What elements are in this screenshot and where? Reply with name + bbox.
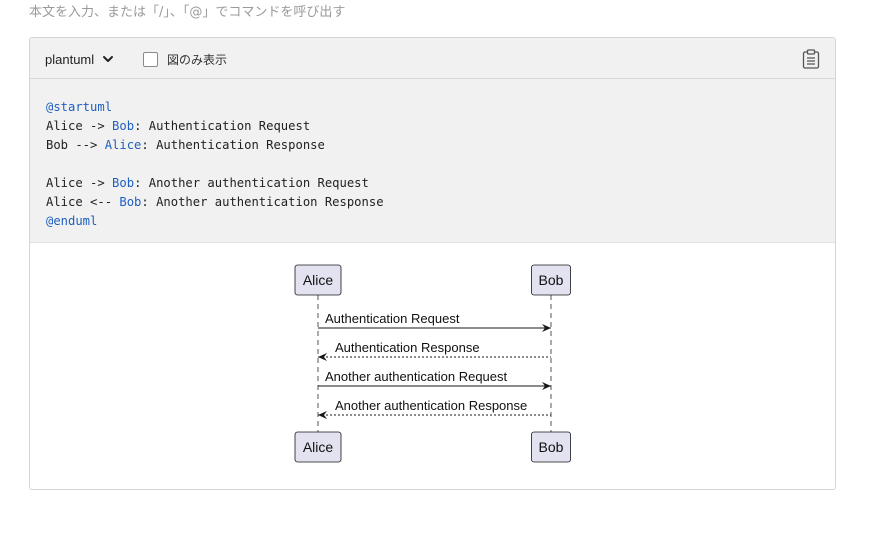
code-line: Alice -> Bob: Another authentication Req… xyxy=(46,174,835,193)
code-text: : Authentication Request xyxy=(134,119,311,133)
code-line: @startuml xyxy=(46,98,835,117)
diagram-only-checkbox[interactable] xyxy=(143,51,158,67)
participant-label-bob-bottom: Bob xyxy=(539,439,564,455)
message-label: Another authentication Request xyxy=(325,369,508,384)
copy-button[interactable] xyxy=(802,49,820,69)
code-keyword: Bob xyxy=(112,119,135,133)
message-arrowhead xyxy=(542,382,551,390)
message-arrowhead xyxy=(542,324,551,332)
message-label: Another authentication Response xyxy=(335,398,527,413)
code-text: Alice <-- xyxy=(46,195,120,209)
participant-label-alice-bottom: Alice xyxy=(303,439,334,455)
code-text: : Another authentication Request xyxy=(134,176,369,190)
code-line xyxy=(46,155,835,174)
participant-label-alice-top: Alice xyxy=(303,272,334,288)
message-label: Authentication Response xyxy=(335,340,480,355)
code-line: Bob --> Alice: Authentication Response xyxy=(46,136,835,155)
code-block-toolbar: plantuml 図のみ表示 xyxy=(30,38,835,79)
code-keyword: @enduml xyxy=(46,214,98,228)
participant-box-bob-bottom xyxy=(531,431,571,463)
participant-box-bob-top xyxy=(531,264,571,296)
code-keyword: Alice xyxy=(104,138,142,152)
diagram-only-toggle[interactable]: 図のみ表示 xyxy=(143,50,227,68)
participant-box-alice-bottom xyxy=(294,431,342,463)
code-text: Bob --> xyxy=(46,138,105,152)
participant-label-bob-top: Bob xyxy=(539,272,564,288)
code-text: Alice -> xyxy=(46,119,113,133)
code-text: : Authentication Response xyxy=(141,138,325,152)
language-label: plantuml xyxy=(45,51,95,67)
code-keyword: Bob xyxy=(112,176,135,190)
code-keyword: Bob xyxy=(119,195,142,209)
message-label: Authentication Request xyxy=(325,311,460,326)
editor-placeholder[interactable]: 本文を入力、または「/」、「@」でコマンドを呼び出す xyxy=(29,5,346,20)
code-keyword: @startuml xyxy=(46,100,113,114)
language-selector[interactable]: plantuml xyxy=(45,49,114,69)
participant-box-alice-top xyxy=(294,264,342,296)
code-line: @enduml xyxy=(46,212,835,231)
code-text: : Another authentication Response xyxy=(141,195,384,209)
code-text: Alice -> xyxy=(46,176,113,190)
message-arrowhead xyxy=(318,353,327,361)
code-line: Alice <-- Bob: Another authentication Re… xyxy=(46,193,835,212)
diagram-only-label: 図のみ表示 xyxy=(167,52,228,67)
code-line: Alice -> Bob: Authentication Request xyxy=(46,117,835,136)
chevron-down-icon xyxy=(103,56,114,62)
message-arrowhead xyxy=(318,411,327,419)
clipboard-icon xyxy=(802,49,820,69)
